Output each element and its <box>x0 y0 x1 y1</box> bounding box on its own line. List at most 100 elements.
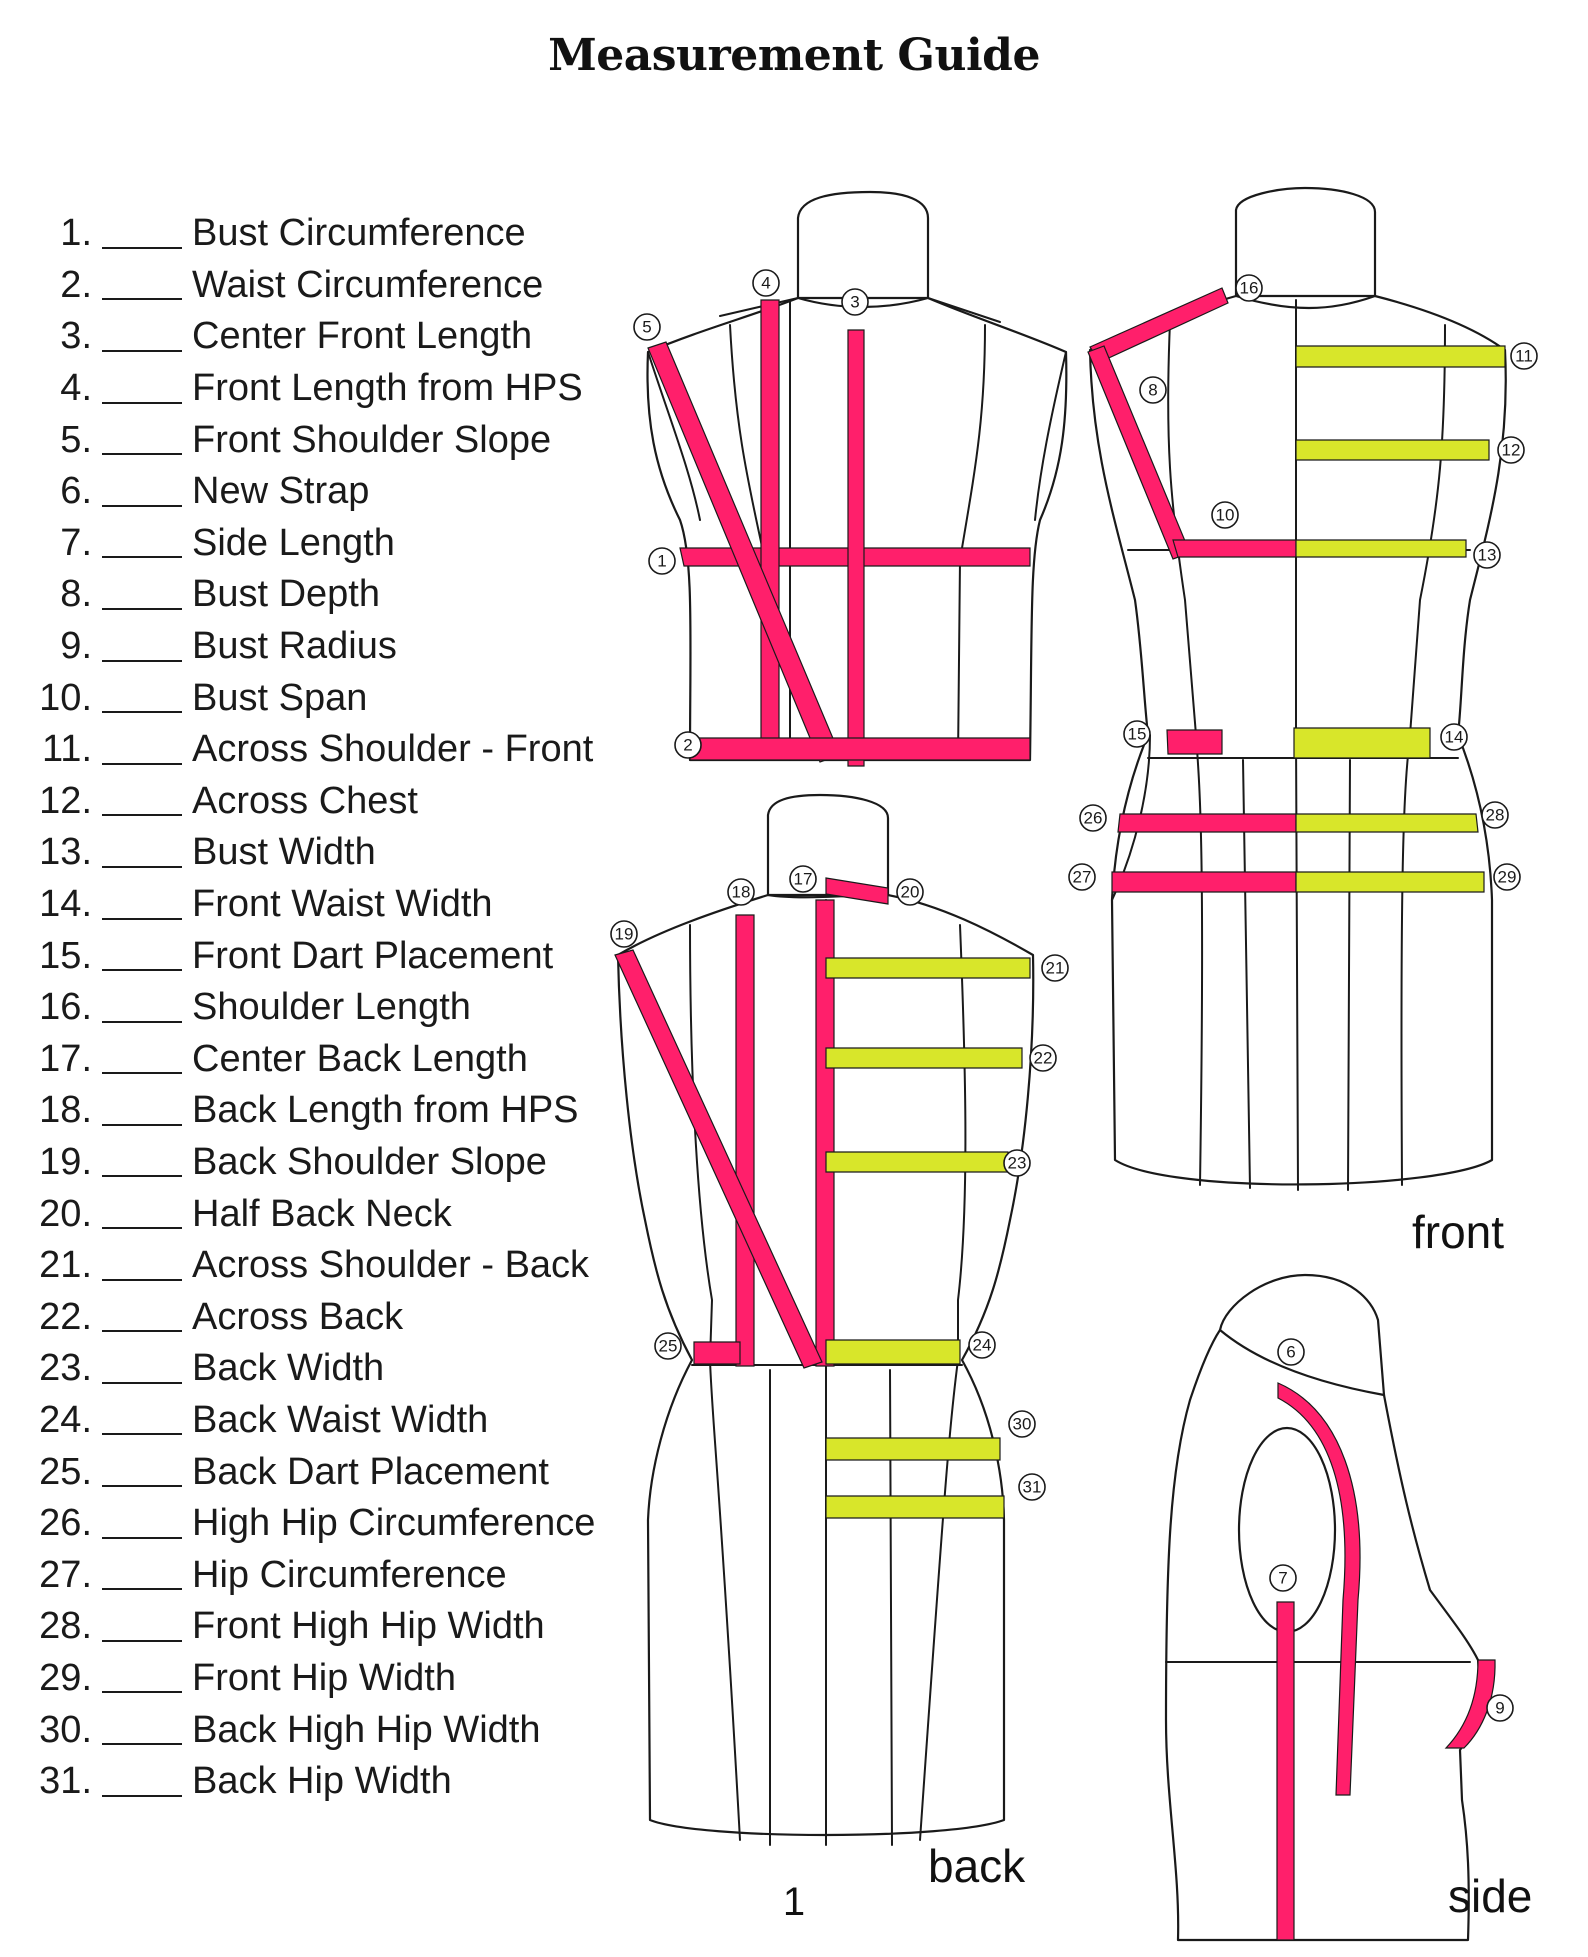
measurement-blank[interactable] <box>102 993 182 1023</box>
measurement-blank[interactable] <box>102 425 182 456</box>
measurement-blank[interactable] <box>102 1044 182 1075</box>
badge-label: 7 <box>1278 1569 1287 1588</box>
measurement-blank[interactable] <box>102 1302 182 1333</box>
measurement-number: 22 <box>30 1296 92 1339</box>
measurement-label: Waist Circumference <box>192 263 544 306</box>
measurement-blank[interactable] <box>102 683 182 714</box>
measurement-blank[interactable] <box>102 528 182 559</box>
front-bodice-seam <box>1034 351 1067 521</box>
measurement-number: 10 <box>30 677 92 720</box>
front-caption: front <box>1412 1206 1504 1258</box>
measurement-blank[interactable] <box>102 632 182 662</box>
front-full-neck <box>1234 186 1377 298</box>
measurement-label: Back Hip Width <box>192 1760 452 1803</box>
badge-label: 5 <box>642 318 651 337</box>
measurement-number: 29 <box>30 1657 92 1700</box>
badge-label: 27 <box>1073 868 1092 887</box>
measurement-item: 7Side Length <box>30 518 620 570</box>
measurement-item: 11Across Shoulder - Front <box>30 724 620 776</box>
measurement-blank[interactable] <box>102 1612 182 1642</box>
badge-14: 14 <box>1440 723 1468 751</box>
measurement-label: Bust Radius <box>192 625 397 668</box>
measurement-label: Hip Circumference <box>192 1553 507 1596</box>
measurement-label: Front Length from HPS <box>192 367 583 410</box>
measurement-blank[interactable] <box>102 1251 182 1281</box>
measurement-blank[interactable] <box>102 1663 182 1694</box>
measurement-item: 28Front High Hip Width <box>30 1601 620 1653</box>
badge-label: 26 <box>1084 809 1103 828</box>
measurement-blank[interactable] <box>102 838 182 868</box>
measurement-blank[interactable] <box>102 890 182 920</box>
measurement-number: 26 <box>30 1502 92 1545</box>
front-bodice-seam <box>647 351 701 521</box>
measurement-number: 6 <box>30 470 92 513</box>
measurement-label: Back Shoulder Slope <box>192 1140 547 1183</box>
measurement-blank[interactable] <box>102 219 182 249</box>
measurement-label: Back High Hip Width <box>192 1708 541 1751</box>
measurement-number: 23 <box>30 1347 92 1390</box>
measurement-blank[interactable] <box>102 1354 182 1384</box>
measurement-blank[interactable] <box>102 1199 182 1230</box>
badge-label: 31 <box>1023 1478 1042 1497</box>
back-caption: back <box>928 1840 1026 1892</box>
measurement-item: 26 High Hip Circumference <box>30 1498 620 1550</box>
measurement-blank[interactable] <box>102 1405 182 1436</box>
measurement-label: Bust Depth <box>192 573 380 616</box>
badge-label: 12 <box>1502 441 1521 460</box>
measurement-blank[interactable] <box>102 941 182 972</box>
front-bodice-shoulder <box>719 297 1001 323</box>
badge-5: 5 <box>633 313 661 341</box>
center-back-length-band <box>815 899 835 1367</box>
badge-label: 1 <box>657 552 666 571</box>
measurement-blank[interactable] <box>102 1715 182 1746</box>
measurement-number: 21 <box>30 1244 92 1287</box>
back-full-figure: 17 18 19 20 21 22 23 24 25 30 31 back <box>610 793 1069 1892</box>
measurement-item: 21Across Shoulder - Back <box>30 1240 620 1292</box>
front-dart-placement-band <box>1166 729 1223 755</box>
measurement-blank[interactable] <box>102 1457 182 1488</box>
badge-28: 28 <box>1481 801 1509 829</box>
measurement-number: 28 <box>30 1605 92 1648</box>
measurement-blank[interactable] <box>102 735 182 765</box>
back-waist-width-band <box>825 1339 961 1365</box>
measurement-number: 12 <box>30 780 92 823</box>
measurement-blank[interactable] <box>102 1147 182 1178</box>
badge-13: 13 <box>1473 541 1501 569</box>
page-title: Measurement Guide <box>548 30 1040 81</box>
back-length-hps-band <box>735 914 755 1367</box>
measurement-label: Back Width <box>192 1347 385 1390</box>
measurement-item: 17Center Back Length <box>30 1034 620 1086</box>
badge-label: 9 <box>1495 1699 1504 1718</box>
bust-width-band <box>1295 539 1467 558</box>
across-back-band <box>825 1047 1023 1069</box>
measurement-blank[interactable] <box>102 786 182 817</box>
measurement-item: 20Half Back Neck <box>30 1188 620 1240</box>
badge-label: 4 <box>761 274 770 293</box>
measurement-label: Half Back Neck <box>192 1192 452 1235</box>
measurement-blank[interactable] <box>102 322 182 352</box>
front-bodice-figure: 1 2 3 4 5 <box>633 190 1068 767</box>
measurement-label: Front Shoulder Slope <box>192 418 552 461</box>
measurement-label: Back Length from HPS <box>192 1089 579 1132</box>
measurement-blank[interactable] <box>102 270 182 301</box>
measurement-item: 27Hip Circumference <box>30 1549 620 1601</box>
badge-label: 14 <box>1445 728 1464 747</box>
badge-label: 6 <box>1286 1343 1295 1362</box>
bust-radius-band <box>1444 1659 1496 1749</box>
measurement-blank[interactable] <box>102 1767 182 1797</box>
front-full-figure: 8 10 11 12 13 14 15 16 26 27 28 29 front <box>1068 186 1538 1258</box>
measurement-label: Back Dart Placement <box>192 1450 549 1493</box>
measurement-label: High Hip Circumference <box>192 1502 596 1545</box>
measurement-blank[interactable] <box>102 1096 182 1126</box>
badge-label: 19 <box>615 925 634 944</box>
badge-8: 8 <box>1139 376 1167 404</box>
measurement-label: Front Hip Width <box>192 1656 456 1699</box>
measurement-blank[interactable] <box>102 1560 182 1591</box>
side-figure: 6 7 9 side <box>1164 1273 1532 1942</box>
measurement-blank[interactable] <box>102 1509 182 1539</box>
badge-17: 17 <box>789 865 817 893</box>
measurement-blank[interactable] <box>102 374 182 404</box>
back-high-hip-band <box>825 1437 1001 1461</box>
measurement-blank[interactable] <box>102 580 182 610</box>
measurement-blank[interactable] <box>102 477 182 507</box>
